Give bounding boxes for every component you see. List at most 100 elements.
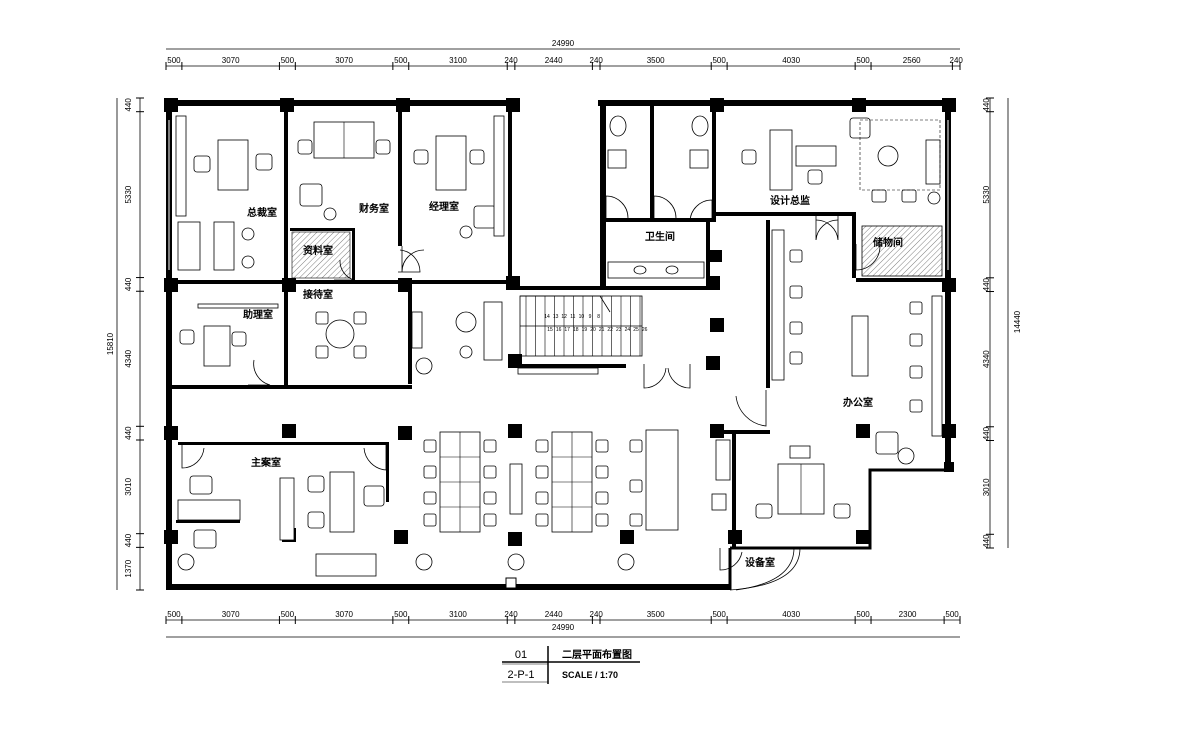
stair-step-top-2: 12 [561, 314, 567, 320]
bottom-dimension-5: 3100 [449, 610, 467, 619]
bottom-dimension-13: 2300 [899, 610, 917, 619]
top-dimension-9: 3500 [647, 56, 665, 65]
room-label-design-director: 设计总监 [770, 194, 810, 207]
top-dimension-4: 500 [394, 56, 408, 65]
workstation-chair [535, 491, 549, 505]
bottom-dimension-3: 3070 [335, 610, 353, 619]
top-dimension-11: 4030 [782, 56, 800, 65]
workstation-chair [423, 513, 437, 527]
left-dimension-0: 440 [124, 98, 133, 112]
furniture [175, 115, 943, 577]
bottom-dimension-2: 500 [281, 610, 295, 619]
workstation-chair [595, 439, 609, 453]
room-label-storage: 储物间 [872, 236, 903, 249]
overall-height-right: 14440 [1013, 310, 1022, 333]
room-label-archive: 资料室 [303, 244, 333, 257]
overall-height-left: 15810 [106, 332, 115, 355]
top-dimension-13: 2560 [903, 56, 921, 65]
stair-step-top-1: 13 [553, 314, 559, 320]
stair-step-top-0: 14 [544, 314, 550, 320]
left-dimension-2: 440 [124, 277, 133, 291]
office-chair [789, 285, 803, 299]
right-dimension-4: 440 [982, 426, 991, 440]
workstation-chair [595, 465, 609, 479]
top-dimension-1: 3070 [222, 56, 240, 65]
room-label-office: 办公室 [843, 396, 873, 409]
top-dimension-7: 2440 [545, 56, 563, 65]
stair-step-bottom-3: 18 [573, 327, 579, 333]
bottom-dimension-14: 500 [945, 610, 959, 619]
workstation-chair [629, 479, 643, 493]
bottom-dimension-11: 4030 [782, 610, 800, 619]
workstation-chair [423, 465, 437, 479]
stair-step-bottom-6: 21 [599, 327, 605, 333]
bottom-dimension-9: 3500 [647, 610, 665, 619]
office-chair [909, 333, 923, 347]
drawing-number: 01 [515, 649, 527, 661]
drawing-scale: SCALE / 1:70 [562, 670, 618, 680]
office-chair [909, 399, 923, 413]
stair-step-bottom-7: 22 [607, 327, 613, 333]
office-chair [909, 365, 923, 379]
workstation-chair [535, 439, 549, 453]
room-label-finance: 财务室 [358, 202, 389, 215]
room-label-manager: 经理室 [429, 200, 459, 213]
stair-step-bottom-4: 19 [582, 327, 588, 333]
bottom-dimension-1: 3070 [222, 610, 240, 619]
bottom-dimension-0: 500 [167, 610, 181, 619]
stair-step-bottom-10: 25 [633, 327, 639, 333]
stair-step-top-6: 8 [597, 314, 600, 320]
windows [168, 102, 949, 588]
workstation-chair [423, 491, 437, 505]
right-dimension-2: 440 [982, 277, 991, 291]
stair-step-bottom-5: 20 [590, 327, 596, 333]
workstation-chair [535, 465, 549, 479]
workstation-chair [483, 465, 497, 479]
stair-step-bottom-9: 24 [625, 327, 631, 333]
stair-step-bottom-11: 26 [642, 327, 648, 333]
room-label-assistant: 助理室 [243, 308, 273, 321]
stair-step-bottom-8: 23 [616, 327, 622, 333]
office-chair [909, 301, 923, 315]
top-dimension-10: 500 [712, 56, 726, 65]
room-label-main-case: 主案室 [251, 456, 281, 469]
structural-columns [164, 98, 956, 589]
top-dimension-3: 3070 [335, 56, 353, 65]
right-dimension-1: 5330 [982, 185, 991, 203]
overall-width-bottom: 24990 [552, 623, 575, 632]
room-label-restroom: 卫生间 [645, 230, 675, 243]
room-labels: 总裁室 财务室 经理室 资料室 助理室 接待室 主案室 卫生间 设计总监 储物间… [243, 194, 903, 569]
office-chair [789, 321, 803, 335]
top-dimension-12: 500 [856, 56, 870, 65]
workstation-chair [629, 439, 643, 453]
workstation-chair [483, 439, 497, 453]
workstation-chair [595, 513, 609, 527]
top-dimension-6: 240 [504, 56, 518, 65]
room-label-reception: 接待室 [303, 288, 333, 301]
top-dimension-0: 500 [167, 56, 181, 65]
left-dimension-5: 3010 [124, 477, 133, 495]
left-dimension-1: 5330 [124, 185, 133, 203]
sheet-number: 2-P-1 [508, 669, 535, 681]
left-dimension-4: 440 [124, 426, 133, 440]
workstation-chair [483, 491, 497, 505]
stair-step-top-5: 9 [589, 314, 592, 320]
workstation-chair [629, 513, 643, 527]
top-dimension-2: 500 [281, 56, 295, 65]
stair-step-bottom-1: 16 [556, 327, 562, 333]
top-dimension-8: 240 [590, 56, 604, 65]
stair-step-bottom-0: 15 [547, 327, 553, 333]
bottom-dimension-10: 500 [712, 610, 726, 619]
stair-step-bottom-2: 17 [564, 327, 570, 333]
overall-width-top: 24990 [552, 39, 575, 48]
room-label-equipment: 设备室 [745, 556, 775, 569]
right-dimension-0: 440 [982, 98, 991, 112]
right-dimension-3: 4340 [982, 350, 991, 368]
room-label-general-manager: 总裁室 [247, 206, 277, 219]
